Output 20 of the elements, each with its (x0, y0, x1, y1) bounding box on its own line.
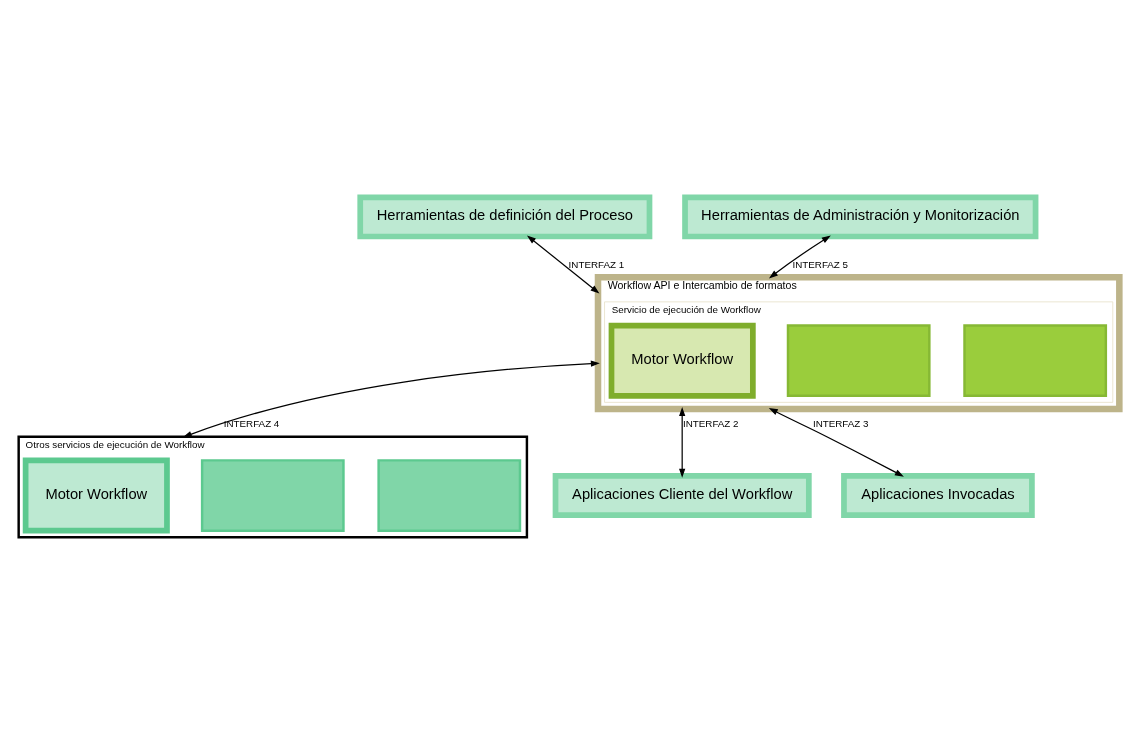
node-box: Herramientas de Administración y Monitorización (682, 193, 1039, 239)
edge-label: INTERFAZ 2 (683, 417, 739, 429)
edge-label: INTERFAZ 4 (223, 417, 280, 429)
node-box (786, 323, 931, 397)
arrow (768, 407, 904, 477)
node-box: Motor Workflow (22, 457, 170, 533)
edge-label: INTERFAZ 3 (812, 417, 869, 429)
node-box: Aplicaciones Invocadas (841, 472, 1035, 518)
node-box: Herramientas de definición del Proceso (357, 193, 653, 239)
node-box (377, 458, 522, 532)
node-box: Aplicaciones Cliente del Workflow (552, 472, 812, 518)
arrow (182, 360, 600, 437)
arrow (768, 235, 831, 278)
arrow (526, 234, 600, 294)
node-box: Motor Workflow (608, 322, 756, 399)
arrow (679, 406, 686, 478)
edge-label: INTERFAZ 5 (792, 258, 849, 270)
node-box (963, 323, 1108, 397)
node-box (200, 458, 345, 532)
edge-label: INTERFAZ 1 (568, 258, 625, 270)
